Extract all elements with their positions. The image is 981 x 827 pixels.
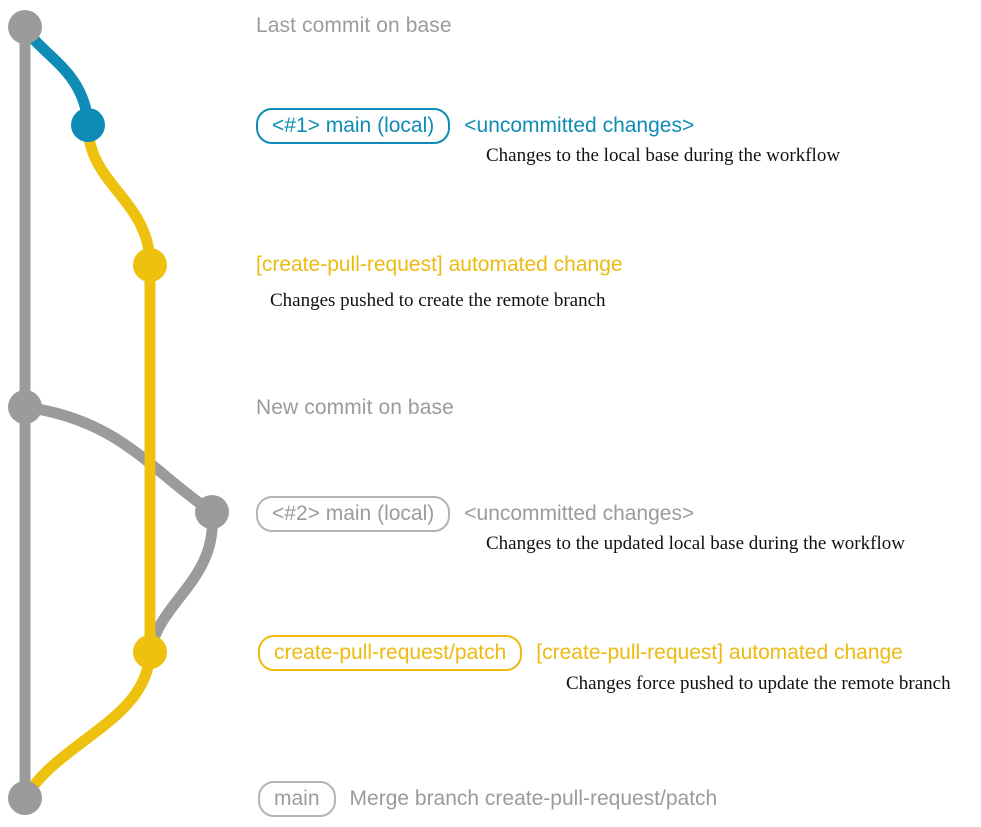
commit-subject-remote-automated-change-1: [create-pull-request] automated change [256,253,623,276]
ref-badge-main-local-1[interactable]: <#1> main (local) [256,108,451,144]
commit-subject-new-commit-on-base: New commit on base [256,396,454,419]
ref-badge-create-pull-request-patch[interactable]: create-pull-request/patch [258,635,523,671]
commit-subject-remote-automated-change-2: [create-pull-request] automated change [536,641,903,664]
commit-label-remote-automated-change-2: create-pull-request/patch [create-pull-r… [258,635,903,671]
commit-label-last-commit-on-base: Last commit on base [256,14,452,38]
commit-node-local-1[interactable] [71,108,105,142]
local1-to-remote1-line [82,119,156,271]
commit-node-base-last[interactable] [8,10,42,44]
commit-subject-local-uncommitted-2: <uncommitted changes> [464,502,695,525]
commit-subject-last-commit-on-base: Last commit on base [256,14,452,37]
commit-description-local-uncommitted-2: Changes to the updated local base during… [486,533,905,554]
commit-subject-merge-commit-on-base: Merge branch create-pull-request/patch [349,787,718,810]
ref-badge-main-local-2[interactable]: <#2> main (local) [256,496,451,532]
base-to-local2-line [19,401,218,518]
commit-node-remote-2[interactable] [133,635,167,669]
remote2-to-merge-line [19,646,156,804]
commit-description-remote-automated-change-1: Changes pushed to create the remote bran… [270,290,606,311]
commit-node-local-2[interactable] [195,495,229,529]
commit-label-merge-commit-on-base: main Merge branch create-pull-request/pa… [258,781,717,817]
commit-label-local-uncommitted-1: <#1> main (local) <uncommitted changes> [256,108,694,144]
commit-subject-local-uncommitted-1: <uncommitted changes> [464,114,695,137]
commit-description-local-uncommitted-1: Changes to the local base during the wor… [486,145,841,166]
commit-node-remote-1[interactable] [133,248,167,282]
ref-badge-main[interactable]: main [258,781,336,817]
commit-label-new-commit-on-base: New commit on base [256,396,454,420]
local2-to-remote2-line [144,506,218,658]
commit-node-base-merge[interactable] [8,781,42,815]
commit-node-base-new[interactable] [8,390,42,424]
commit-label-local-uncommitted-2: <#2> main (local) <uncommitted changes> [256,496,694,532]
commit-description-remote-automated-change-2: Changes force pushed to update the remot… [566,673,951,694]
